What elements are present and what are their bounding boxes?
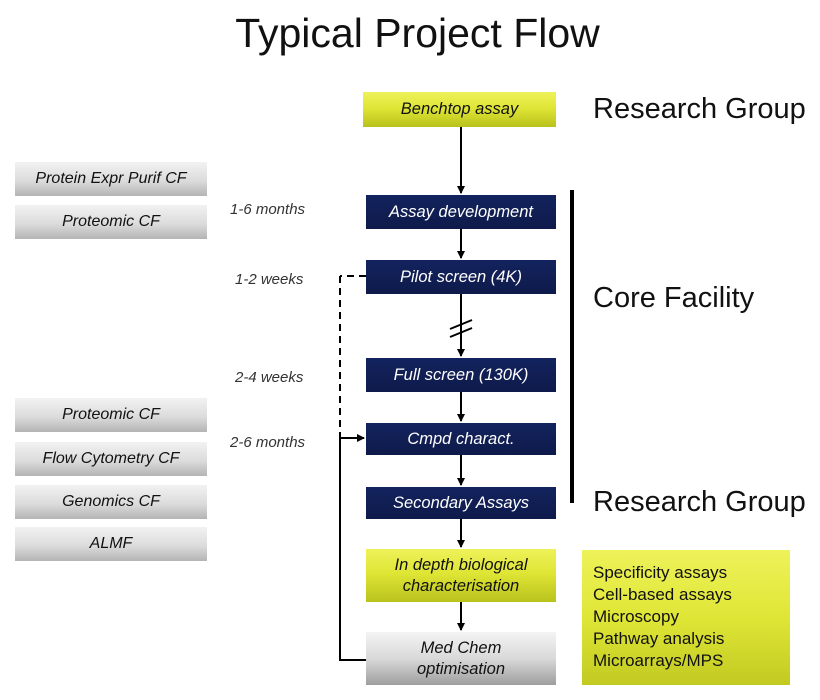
box-in-depth-line-2: characterisation <box>402 576 520 595</box>
label-research-group-bottom: Research Group <box>593 486 806 518</box>
feedback-loop-line <box>339 438 366 661</box>
box-med-chem-line-2: optimisation <box>416 659 506 678</box>
break-mark-1 <box>449 319 473 330</box>
box-full-screen: Full screen (130K) <box>366 358 556 392</box>
box-pilot-screen-label: Pilot screen (4K) <box>400 267 522 286</box>
characterisation-list: Specificity assays Cell-based assays Mic… <box>582 550 790 685</box>
box-secondary-assays-label: Secondary Assays <box>392 493 530 512</box>
cf-proteomic-bottom: Proteomic CF <box>15 398 207 432</box>
box-benchtop-assay-label: Benchtop assay <box>400 100 519 118</box>
box-med-chem-line-1: Med Chem <box>420 638 502 657</box>
box-in-depth-line-1: In depth biological <box>394 555 528 574</box>
duration-assay-development: 1-6 months <box>230 201 306 218</box>
box-cmpd-charact-label: Cmpd charact. <box>407 429 515 448</box>
duration-full-screen: 2-4 weeks <box>235 369 304 386</box>
characterisation-item: Microarrays/MPS <box>593 651 724 670</box>
cf-flow-cytometry: Flow Cytometry CF <box>15 442 207 476</box>
box-in-depth-characterisation: In depth biological characterisation <box>366 549 556 602</box>
cf-protein-expr-purif: Protein Expr Purif CF <box>15 162 207 196</box>
characterisation-item: Microscopy <box>593 607 679 626</box>
box-med-chem-optimisation: Med Chem optimisation <box>366 632 556 685</box>
box-secondary-assays: Secondary Assays <box>366 487 556 519</box>
box-full-screen-label: Full screen (130K) <box>393 365 529 384</box>
box-assay-development: Assay development <box>366 195 556 229</box>
characterisation-item: Cell-based assays <box>593 585 732 604</box>
duration-pilot-screen: 1-2 weeks <box>235 271 304 288</box>
cf-almf: ALMF <box>15 527 207 561</box>
cf-genomics: Genomics CF <box>15 485 207 519</box>
box-benchtop-assay: Benchtop assay <box>363 92 556 127</box>
duration-cmpd-charact: 2-6 months <box>230 434 306 451</box>
box-assay-development-label: Assay development <box>389 202 533 221</box>
characterisation-item: Pathway analysis <box>593 629 725 648</box>
break-mark-2 <box>449 327 473 338</box>
box-cmpd-charact: Cmpd charact. <box>366 423 556 455</box>
characterisation-item: Specificity assays <box>593 563 728 582</box>
label-core-facility: Core Facility <box>593 282 755 314</box>
box-pilot-screen: Pilot screen (4K) <box>366 260 556 294</box>
label-research-group-top: Research Group <box>593 93 806 125</box>
cf-proteomic-top: Proteomic CF <box>15 205 207 239</box>
page-title: Typical Project Flow <box>235 10 600 56</box>
